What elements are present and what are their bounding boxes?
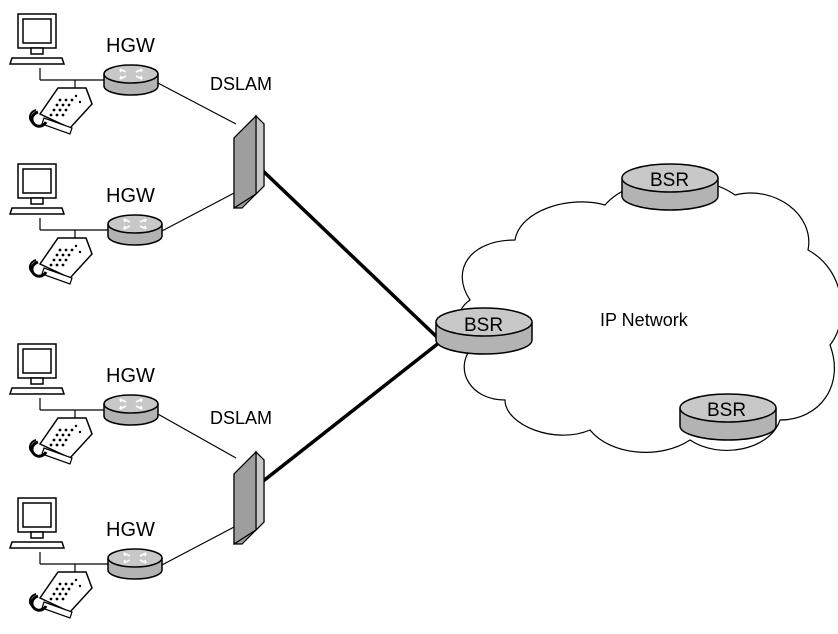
phone-icon (28, 86, 94, 136)
access-link (155, 81, 237, 125)
access-link (159, 525, 237, 567)
phone-icon (28, 236, 94, 286)
trunk-link (260, 168, 442, 342)
bsr-label: BSR (464, 315, 503, 336)
hgw-site-1a (9, 13, 159, 136)
hgw-site-2b (9, 497, 163, 620)
bsr-label: BSR (650, 170, 689, 191)
access-link (159, 191, 237, 233)
computer-icon (9, 343, 65, 395)
computer-icon (9, 497, 65, 549)
dslam-label: DSLAM (210, 74, 272, 94)
ip-network-label: IP Network (600, 310, 689, 330)
hgw-label: HGW (106, 365, 155, 387)
dslam-label: DSLAM (210, 408, 272, 428)
dslam-icon (233, 115, 265, 209)
hgw-site-2a (9, 343, 159, 466)
hgw-site-1b (9, 163, 163, 286)
router-icon (103, 394, 159, 426)
bsr-label: BSR (707, 400, 746, 421)
hgw-label: HGW (106, 35, 155, 57)
trunk-link (260, 340, 442, 484)
router-icon (107, 548, 163, 580)
dslam-icon (233, 451, 265, 545)
phone-icon (28, 416, 94, 466)
hgw-label: HGW (106, 185, 155, 207)
router-icon (103, 64, 159, 96)
access-link (155, 412, 237, 459)
router-icon (107, 214, 163, 246)
hgw-label: HGW (106, 519, 155, 541)
computer-icon (9, 13, 65, 65)
cloud-icon (456, 178, 838, 453)
phone-icon (28, 570, 94, 620)
computer-icon (9, 163, 65, 215)
